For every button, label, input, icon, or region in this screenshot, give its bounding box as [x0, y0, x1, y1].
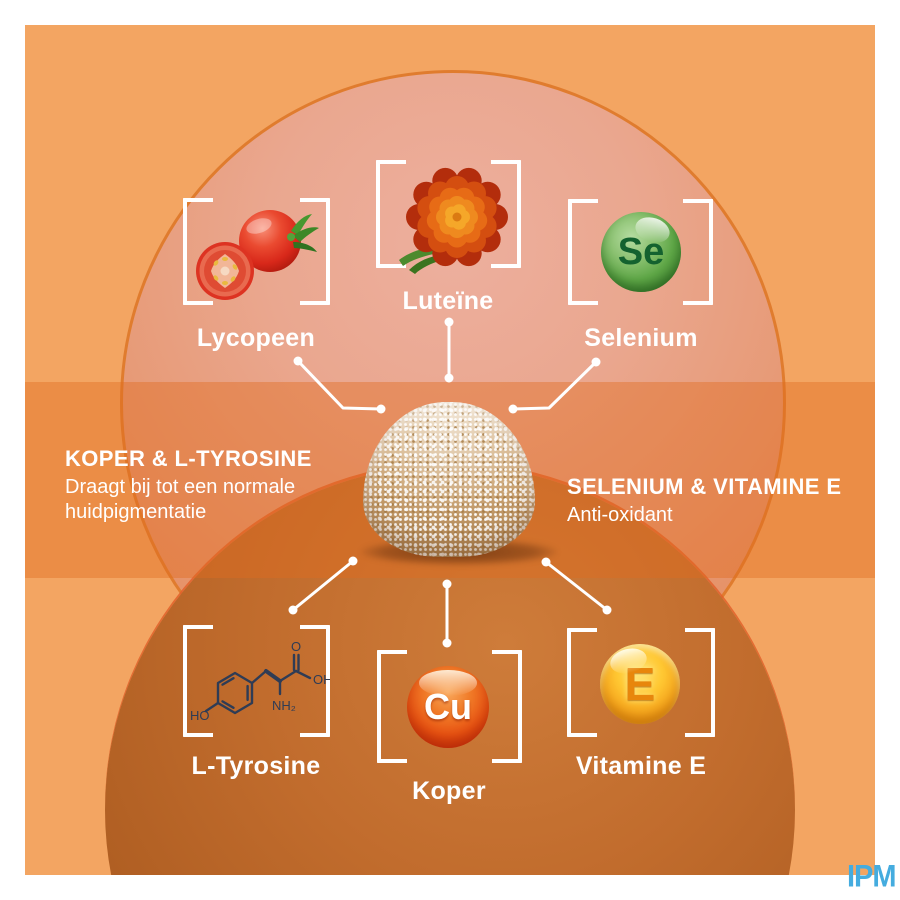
callout-description-line-1: Anti-oxidant	[567, 504, 673, 526]
l-tyrosine-bracket	[183, 625, 330, 737]
connector-koper	[442, 579, 452, 648]
callout-description-line-1: Draagt bij tot een normale	[65, 476, 296, 498]
connector-lycopeen	[293, 356, 386, 414]
copper-sphere-icon: Cu	[407, 666, 489, 748]
tomatoes-icon	[196, 210, 319, 300]
selenium-symbol: Se	[617, 230, 665, 273]
infographic-panel: Se HO O OH NH₂	[25, 25, 875, 875]
connector-lines	[288, 317, 612, 648]
item-label-l-tyrosine: L-Tyrosine	[191, 752, 321, 780]
item-label-koper: Koper	[412, 777, 486, 805]
callout-description-line-2: huidpigmentatie	[65, 501, 207, 523]
lycopeen-bracket	[183, 198, 330, 305]
copper-symbol: Cu	[424, 686, 472, 727]
molecule-ho-label: HO	[190, 708, 210, 723]
molecule-nh2-label: NH₂	[272, 698, 296, 713]
vitamin-e-sphere-icon: E	[600, 644, 680, 724]
item-label-vitamine-e: Vitamine E	[575, 752, 707, 780]
callout-selenium-vitamine-e: SELENIUM & VITAMINE E Anti-oxidant	[567, 473, 857, 528]
connector-luteine	[444, 317, 454, 383]
l-tyrosine-molecule-icon: HO O OH NH₂	[190, 641, 330, 723]
vitamine-e-bracket	[567, 628, 715, 737]
selenium-bracket	[568, 199, 713, 305]
ipm-logo: IPM	[847, 859, 897, 895]
callout-title: SELENIUM & VITAMINE E	[567, 474, 842, 499]
koper-bracket	[377, 650, 522, 763]
molecule-oh-label: OH	[313, 672, 330, 687]
connector-l-tyrosine	[288, 556, 358, 615]
connector-vitamine-e	[541, 557, 612, 615]
item-label-selenium: Selenium	[584, 324, 698, 352]
gummy-product-image	[363, 402, 535, 557]
luteine-bracket	[376, 160, 521, 268]
vitamin-e-symbol: E	[624, 658, 656, 710]
marigold-flower-icon	[399, 167, 508, 274]
item-label-lycopeen: Lycopeen	[196, 324, 316, 352]
callout-title: KOPER & L-TYROSINE	[65, 446, 312, 471]
connector-selenium	[508, 357, 601, 414]
selenium-sphere-icon: Se	[601, 212, 681, 292]
callout-koper-l-tyrosine: KOPER & L-TYROSINE Draagt bij tot een no…	[65, 445, 335, 525]
item-label-luteine: Luteïne	[402, 287, 494, 315]
molecule-o-label: O	[291, 641, 301, 654]
